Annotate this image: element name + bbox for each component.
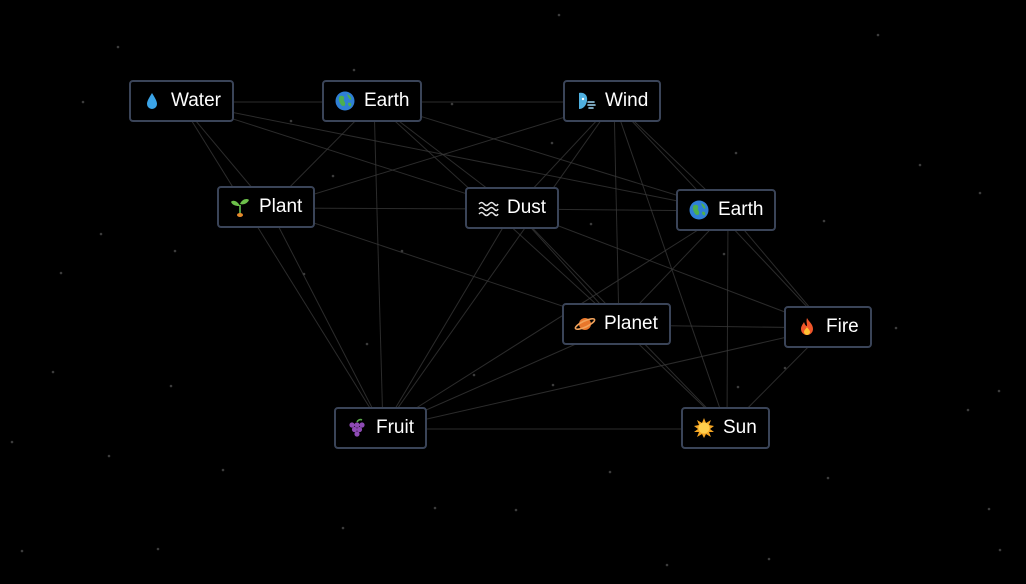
element-water[interactable]: Water: [129, 80, 234, 122]
element-sun[interactable]: Sun: [681, 407, 770, 449]
star-dot: [998, 548, 1002, 552]
star-dot: [665, 563, 669, 567]
star-dot: [400, 249, 404, 253]
star-dot: [722, 252, 726, 256]
star-dot: [876, 33, 880, 37]
connection-line: [268, 207, 384, 430]
star-dot: [734, 151, 738, 155]
connection-line: [382, 208, 515, 430]
element-plant[interactable]: Plant: [217, 186, 316, 228]
star-dot: [450, 102, 454, 106]
element-label: Earth: [364, 90, 410, 111]
element-planet[interactable]: Planet: [562, 303, 671, 345]
star-dot: [551, 383, 555, 387]
element-label: Plant: [259, 196, 303, 217]
connection-line: [613, 101, 728, 430]
star-dot: [550, 141, 554, 145]
star-dot: [10, 440, 14, 444]
element-fire[interactable]: Fire: [784, 306, 872, 348]
star-dot: [20, 549, 24, 553]
fire-icon: [796, 316, 818, 338]
element-dust[interactable]: Dust: [465, 187, 560, 229]
star-dot: [822, 219, 826, 223]
connection-line: [382, 101, 615, 430]
connection-line: [613, 101, 620, 326]
star-dot: [736, 385, 740, 389]
star-dot: [51, 370, 55, 374]
star-dot: [221, 468, 225, 472]
element-wind[interactable]: Wind: [563, 80, 662, 122]
star-dot: [365, 342, 369, 346]
connection-line: [726, 210, 729, 430]
star-dot: [173, 249, 177, 253]
element-label: Water: [171, 90, 221, 111]
ringed-planet-icon: [574, 313, 596, 335]
star-dot: [826, 476, 830, 480]
star-dot: [978, 191, 982, 195]
star-dot: [99, 232, 103, 236]
star-dot: [352, 68, 356, 72]
connection-line: [268, 207, 620, 326]
star-dot: [341, 526, 345, 530]
star-dot: [433, 506, 437, 510]
grapes-icon: [346, 417, 368, 439]
star-dot: [966, 408, 970, 412]
connection-line: [179, 101, 515, 210]
star-dot: [169, 384, 173, 388]
element-label: Wind: [605, 90, 649, 111]
sun-icon: [693, 417, 715, 439]
connection-line: [373, 101, 729, 212]
star-dot: [557, 13, 561, 17]
seedling-icon: [229, 196, 251, 218]
star-dot: [997, 389, 1001, 393]
connection-line: [373, 101, 384, 430]
element-fruit[interactable]: Fruit: [334, 407, 427, 449]
connection-line: [382, 327, 828, 430]
connection-line: [382, 210, 729, 430]
star-dot: [156, 547, 160, 551]
dust-waves-icon: [477, 197, 499, 219]
star-dot: [783, 366, 787, 370]
star-dot: [107, 454, 111, 458]
element-earth[interactable]: Earth: [676, 189, 777, 231]
element-label: Sun: [723, 417, 757, 438]
star-dot: [514, 508, 518, 512]
star-dot: [116, 45, 120, 49]
element-earth[interactable]: Earth: [322, 80, 423, 122]
element-label: Fire: [826, 316, 859, 337]
star-dot: [81, 100, 85, 104]
earth-globe-icon: [688, 199, 710, 221]
earth-globe-icon: [334, 90, 356, 112]
wind-face-icon: [575, 90, 597, 112]
star-dot: [59, 271, 63, 275]
element-label: Earth: [718, 199, 764, 220]
star-dot: [918, 163, 922, 167]
star-dot: [894, 326, 898, 330]
star-dot: [608, 470, 612, 474]
element-label: Fruit: [376, 417, 414, 438]
star-dot: [472, 373, 476, 377]
star-dot: [289, 119, 293, 123]
star-dot: [987, 507, 991, 511]
element-label: Planet: [604, 313, 658, 334]
star-dot: [589, 222, 593, 226]
star-dot: [767, 557, 771, 561]
element-label: Dust: [507, 197, 547, 218]
connection-line: [513, 208, 828, 329]
star-dot: [331, 174, 335, 178]
connection-line: [268, 101, 615, 209]
water-drop-icon: [141, 90, 163, 112]
connection-line: [179, 101, 384, 430]
connection-line: [179, 101, 729, 212]
